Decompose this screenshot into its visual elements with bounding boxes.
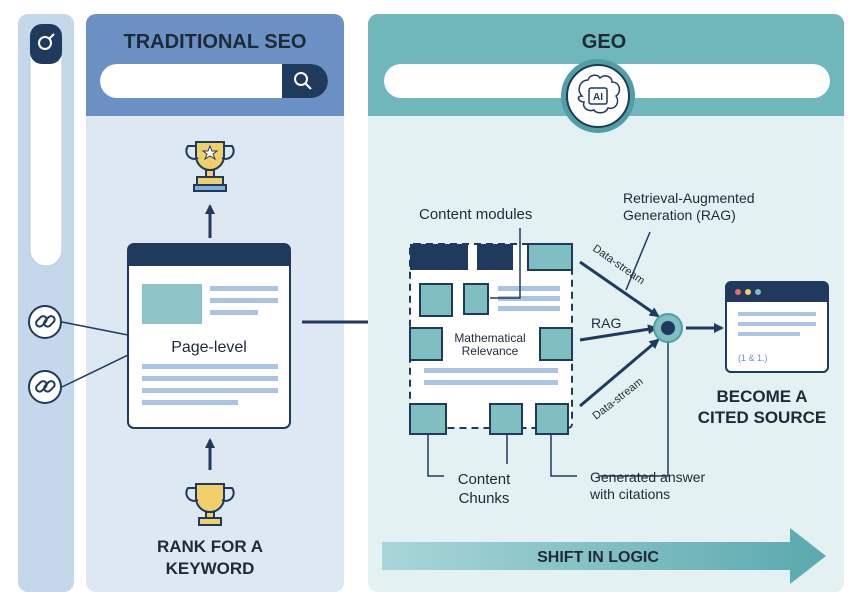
- seo-panel: [61, 14, 344, 592]
- math-relevance-line2: Relevance: [462, 344, 519, 358]
- citation-text: (1 & 1.): [738, 353, 768, 363]
- page-level-label: Page-level: [171, 339, 247, 356]
- cited-source-line1: BECOME A: [717, 387, 808, 406]
- content-chunks-line1: Content: [458, 471, 511, 488]
- seo-caption-line1: RANK FOR A: [157, 537, 263, 556]
- page-level-card: [127, 243, 291, 429]
- search-icon[interactable]: [294, 72, 312, 90]
- link-icon[interactable]: [28, 305, 62, 339]
- content-chunks-line2: Chunks: [459, 490, 510, 507]
- content-modules-label: Content modules: [419, 206, 532, 223]
- cited-answer-window: [725, 281, 829, 373]
- generated-answer-line2: with citations: [589, 486, 670, 502]
- generated-answer-line1: Generated answer: [590, 469, 706, 485]
- content-modules-card: [409, 243, 573, 435]
- rag-node: [653, 313, 683, 343]
- seo-title: TRADITIONAL SEO: [124, 31, 307, 53]
- shift-arrow: [382, 528, 826, 584]
- rag-label-line2: Generation (RAG): [623, 207, 736, 223]
- trophy-star-icon: [185, 141, 235, 192]
- geo-title: GEO: [582, 31, 626, 53]
- math-relevance-line1: Mathematical: [454, 331, 525, 345]
- ai-brain-icon: [561, 59, 635, 133]
- geo-panel: [368, 14, 844, 592]
- trophy-icon: [185, 483, 235, 526]
- cited-source-line2: CITED SOURCE: [698, 408, 826, 427]
- shift-in-logic-label: SHIFT IN LOGIC: [537, 549, 659, 566]
- left-column: [18, 14, 74, 592]
- seo-search-bar[interactable]: [100, 64, 328, 98]
- link-icon[interactable]: [28, 370, 62, 404]
- ai-badge: AI: [593, 92, 603, 103]
- search-icon[interactable]: [38, 33, 55, 50]
- rag-short-label: RAG: [591, 315, 621, 331]
- rag-label-line1: Retrieval-Augmented: [623, 190, 755, 206]
- seo-caption-line2: KEYWORD: [166, 559, 255, 578]
